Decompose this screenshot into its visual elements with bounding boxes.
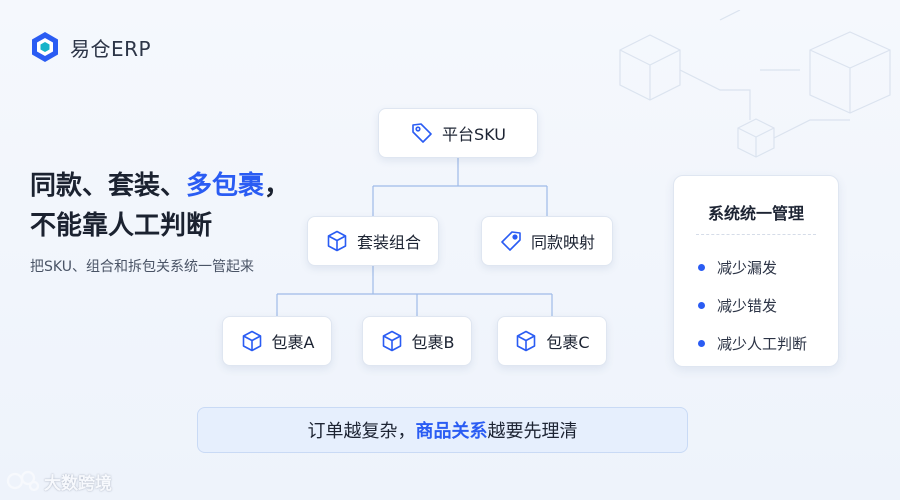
platform-sku-label: 平台SKU xyxy=(442,125,506,144)
panel-benefit-label: 减少漏发 xyxy=(717,258,778,277)
headline-subtitle: 把SKU、组合和拆包关系统一管起来 xyxy=(30,259,254,275)
bundle-node: 套装组合 xyxy=(307,216,439,266)
brand-name: 易仓ERP xyxy=(70,36,152,61)
same-item-mapping-label: 同款映射 xyxy=(530,233,595,252)
tag-icon xyxy=(412,123,432,143)
headline-line-2: 不能靠人工判断 xyxy=(30,211,213,241)
box-icon xyxy=(242,330,261,352)
banner-accent: 商品关系 xyxy=(415,421,488,442)
panel-benefit-label: 减少人工判断 xyxy=(717,334,808,353)
same-item-mapping-node: 同款映射 xyxy=(481,216,613,266)
headline-accent: 多包裹 xyxy=(186,171,265,201)
brand-logo: 易仓ERP xyxy=(28,30,151,64)
panel-benefit-label: 减少错发 xyxy=(717,296,778,315)
bullet-dot-icon xyxy=(698,339,705,347)
package-b-node: 包裹B xyxy=(362,316,472,366)
panel-title: 系统统一管理 xyxy=(707,204,804,223)
watermark: 大数跨境 xyxy=(6,468,112,494)
package-c-node: 包裹C xyxy=(497,316,607,366)
headline-part: 同款、套装、 xyxy=(30,171,187,201)
system-management-panel: 系统统一管理 减少漏发 减少错发 减少人工判断 xyxy=(673,175,839,367)
panel-divider xyxy=(696,234,816,235)
bullet-dot-icon xyxy=(698,263,705,271)
headline-part: ， xyxy=(264,171,291,201)
box-icon xyxy=(517,330,536,352)
tag-icon xyxy=(501,231,521,251)
summary-banner: 订单越复杂，商品关系越要先理清 xyxy=(197,407,688,453)
package-a-node: 包裹A xyxy=(222,316,332,366)
package-b-label: 包裹B xyxy=(411,333,455,352)
platform-sku-node: 平台SKU xyxy=(378,108,538,158)
erp-logo-icon xyxy=(32,32,58,62)
panel-benefit-item: 减少错发 xyxy=(698,286,807,324)
panel-benefit-list: 减少漏发 减少错发 减少人工判断 xyxy=(698,248,807,362)
banner-part: 越要先理清 xyxy=(487,421,578,442)
box-icon xyxy=(327,230,347,252)
package-a-label: 包裹A xyxy=(271,333,315,352)
bullet-dot-icon xyxy=(698,301,705,309)
watermark-text: 大数跨境 xyxy=(44,473,112,494)
panel-benefit-item: 减少人工判断 xyxy=(698,324,807,362)
bundle-label: 套装组合 xyxy=(356,233,421,252)
headline-line-1: 同款、套装、多包裹， xyxy=(30,166,310,206)
watermark-logo-icon xyxy=(6,470,40,492)
panel-benefit-item: 减少漏发 xyxy=(698,248,807,286)
headline: 同款、套装、多包裹， 不能靠人工判断 xyxy=(30,166,310,246)
decorative-boxes-illustration xyxy=(619,10,891,158)
box-icon xyxy=(382,330,401,352)
package-c-label: 包裹C xyxy=(546,333,590,352)
banner-part: 订单越复杂， xyxy=(307,421,416,442)
